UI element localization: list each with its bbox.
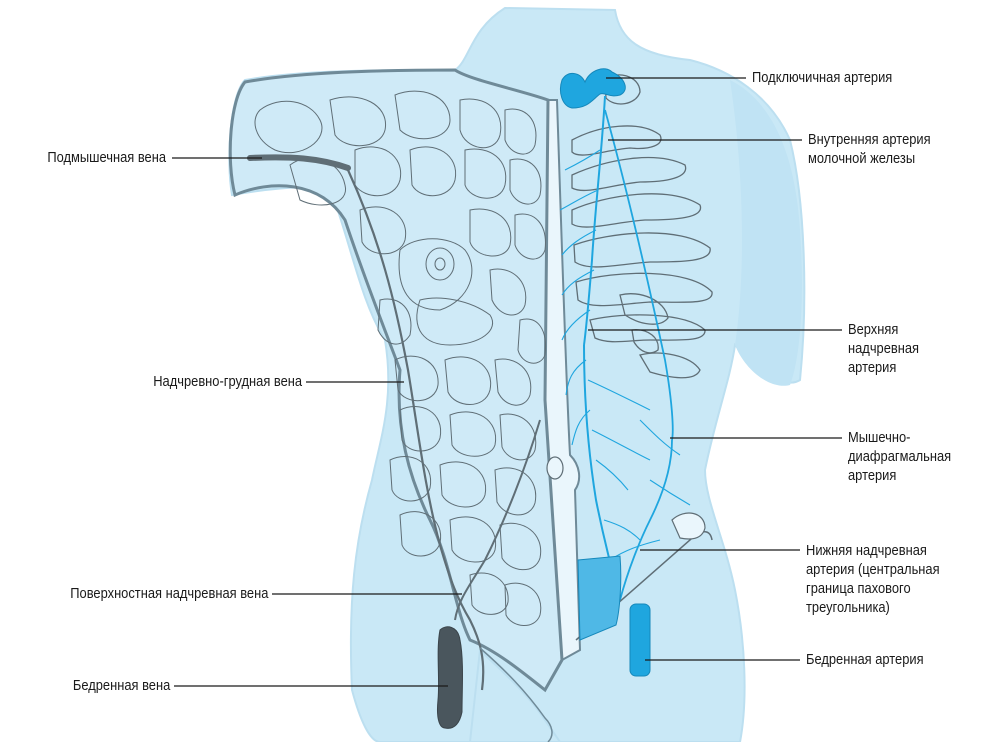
label-subclavian-artery: Подключичная артерия	[752, 68, 892, 87]
label-thoracoepigastric-vein: Надчревно-грудная вена	[153, 372, 302, 391]
label-internal-thoracic-artery: Внутренняя артерия молочной железы	[808, 130, 931, 168]
femoral-artery	[630, 604, 650, 676]
label-superior-epigastric-artery-line1: Верхняя	[848, 320, 919, 339]
label-femoral-vein: Бедренная вена	[73, 676, 170, 695]
label-musculophrenic-artery: Мышечно- диафрагмальная артерия	[848, 428, 951, 485]
label-internal-thoracic-artery-line2: молочной железы	[808, 149, 931, 168]
label-axillary-vein: Подмышечная вена	[47, 148, 166, 167]
label-musculophrenic-artery-line2: диафрагмальная	[848, 447, 951, 466]
label-inferior-epigastric-artery-line4: треугольника)	[806, 598, 940, 617]
label-superior-epigastric-artery-line3: артерия	[848, 358, 919, 377]
label-inferior-epigastric-artery-line2: артерия (центральная	[806, 560, 940, 579]
label-superior-epigastric-artery: Верхняя надчревная артерия	[848, 320, 919, 377]
label-inferior-epigastric-artery: Нижняя надчревная артерия (центральная г…	[806, 541, 940, 617]
femoral-vein	[437, 627, 462, 728]
label-musculophrenic-artery-line3: артерия	[848, 466, 951, 485]
label-femoral-artery: Бедренная артерия	[806, 650, 924, 669]
label-inferior-epigastric-artery-line3: граница пахового	[806, 579, 940, 598]
label-musculophrenic-artery-line1: Мышечно-	[848, 428, 951, 447]
umbilicus	[547, 457, 563, 479]
label-inferior-epigastric-artery-line1: Нижняя надчревная	[806, 541, 940, 560]
label-superior-epigastric-artery-line2: надчревная	[848, 339, 919, 358]
label-superficial-epigastric-vein: Поверхностная надчревная вена	[70, 584, 268, 603]
label-internal-thoracic-artery-line1: Внутренняя артерия	[808, 130, 931, 149]
